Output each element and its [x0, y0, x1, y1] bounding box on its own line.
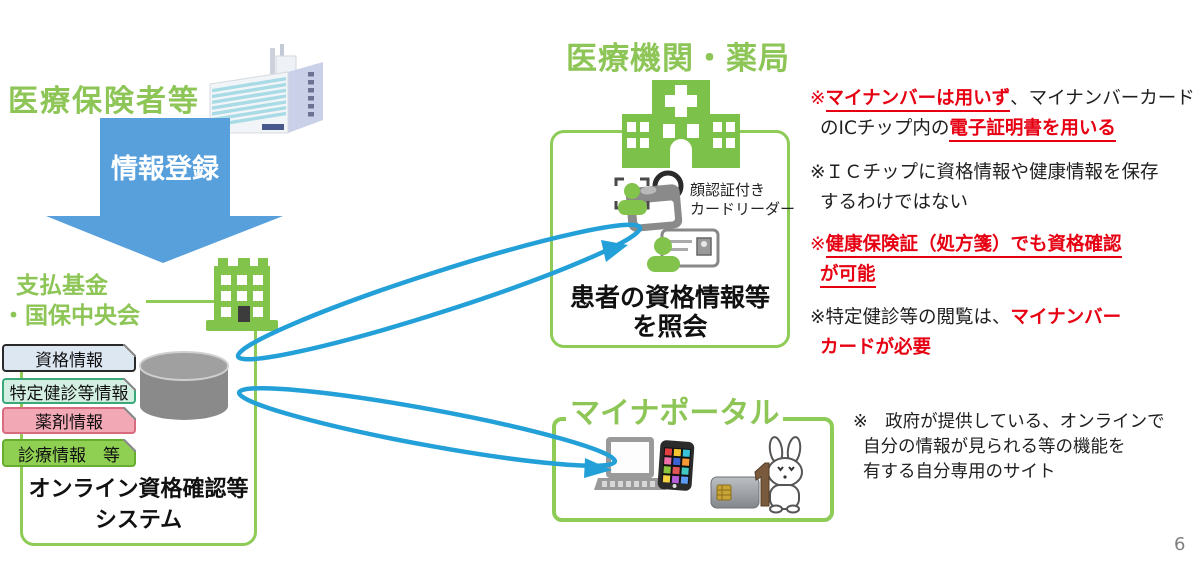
data-exchange-loop-arrow-lower — [236, 385, 618, 478]
agency-building-icon — [206, 258, 278, 331]
folded-corner-icon — [123, 439, 136, 452]
insurer-title: 医療保険者等 — [8, 84, 200, 119]
tag-qualification-info: 資格情報 — [2, 344, 136, 372]
tag-treatment-info: 診療情報 等 — [2, 439, 136, 467]
medical-institution-title: 医療機関・薬局 — [566, 41, 790, 77]
ic-chip-card-icon — [710, 476, 760, 509]
laptop-icon — [594, 437, 666, 490]
tag-medicine-info: 薬剤情報 — [2, 407, 136, 434]
mynaportal-title: マイナポータル — [566, 388, 784, 432]
note-insurance-card-ok: ※健康保険証（処方箋）でも資格確認 が可能 — [810, 230, 1122, 290]
agency-title: 支払基金 ・国保中央会 — [0, 261, 146, 345]
person-icon — [647, 237, 680, 272]
info-register-arrow — [46, 118, 283, 263]
note-mynumber-not-used: ※マイナンバーは用いず、マイナンバーカード のICチップ内の電子証明書を用いる — [810, 84, 1195, 144]
note-ic-chip-no-storage: ※ＩＣチップに資格情報や健康情報を保存 するわけではない — [810, 162, 1159, 213]
rabbit-mascot-icon — [754, 436, 803, 514]
register-arrow-label: 情報登録 — [111, 154, 219, 185]
page-number: 6 — [1174, 534, 1186, 555]
face-auth-card-reader-icon — [614, 170, 684, 232]
folded-corner-icon — [123, 407, 136, 420]
card-reader-label: 顔認証付き カードリーダー — [690, 181, 796, 218]
system-caption: オンライン資格確認等 システム — [28, 477, 249, 533]
note-portal-description: ※ 政府が提供している、オンラインで 自分の情報が見られる等の機能を 有する自分… — [853, 412, 1165, 482]
folded-corner-icon — [123, 344, 136, 357]
folded-corner-icon — [123, 378, 136, 391]
hospital-icon — [622, 80, 740, 168]
agency-title-line2: ・国保中央会 — [2, 303, 140, 329]
database-icon — [139, 351, 229, 420]
person-icon — [618, 183, 647, 215]
data-exchange-loop-arrow-upper — [235, 222, 643, 362]
tag-specific-checkup-info: 特定健診等情報 — [2, 378, 136, 404]
id-card-icon — [647, 228, 720, 272]
agency-title-line1: 支払基金 — [16, 273, 108, 299]
smartphone-icon — [657, 440, 695, 491]
medical-caption: 患者の資格情報等 を照会 — [569, 283, 770, 341]
office-building-illustration — [209, 44, 323, 134]
note-checkup-needs-card: ※特定健診等の閲覧は、マイナンバー カードが必要 — [810, 307, 1122, 358]
